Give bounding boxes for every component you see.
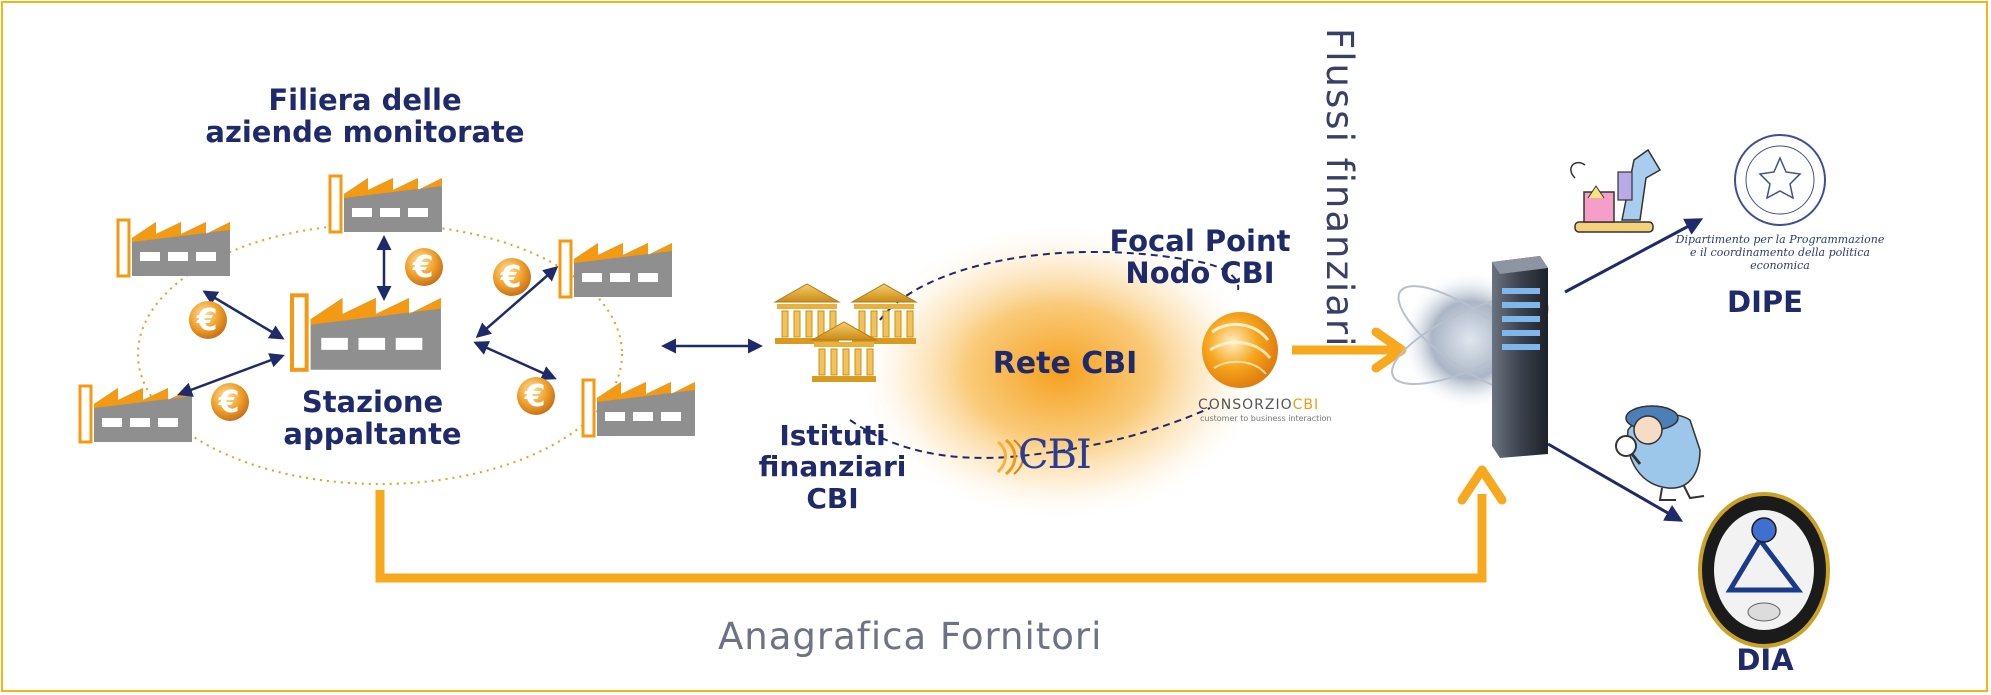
- double-arrow: [202, 290, 285, 340]
- consorzio-cbi-icon: [1202, 312, 1278, 388]
- istituti-label-line1: Istituti: [779, 419, 886, 452]
- euro-icon: [493, 258, 531, 296]
- flussi-finanziari-label: Flussi finanziari: [1318, 28, 1361, 349]
- focal-label-line1: Focal Point: [1109, 224, 1291, 258]
- anagrafica-arrowhead: [1457, 465, 1507, 505]
- stazione-label-line1: Stazione: [301, 385, 444, 419]
- supply-chain-title-line1: Filiera delle: [268, 83, 462, 117]
- dipe-seal-icon: [1734, 134, 1826, 226]
- focal-point-label: Focal Point Nodo CBI: [1080, 225, 1320, 290]
- consorzio-prefix: CONSORZIO: [1198, 397, 1293, 413]
- microscope-icon: [1570, 148, 1662, 233]
- cbi-logo-icon: [996, 438, 1024, 476]
- consorzio-tagline: customer to business interaction: [1200, 414, 1332, 423]
- factory-icon: [581, 378, 697, 438]
- consorzio-logo-text: CONSORZIOCBI: [1198, 397, 1319, 413]
- focal-label-line2: Nodo CBI: [1125, 256, 1275, 291]
- rete-cbi-cloud: [855, 222, 1265, 522]
- dipe-caption-line2: e il coordinamento della politica econom…: [1690, 246, 1870, 273]
- anagrafica-flow-arrow: [375, 490, 1487, 583]
- euro-icon: [517, 377, 555, 415]
- dipe-caption-line1: Dipartimento per la Programmazione: [1675, 233, 1885, 246]
- double-arrow: [475, 266, 559, 338]
- factory-icon: [328, 174, 444, 234]
- euro-icon: [211, 383, 249, 421]
- detective-icon: [1615, 405, 1705, 501]
- factory-icon: [78, 384, 194, 444]
- stazione-label-line2: appaltante: [283, 417, 462, 452]
- dipe-label: DIPE: [1727, 285, 1803, 319]
- euro-icon: [189, 301, 227, 339]
- supply-chain-title: Filiera delle aziende monitorate: [190, 84, 540, 149]
- istituti-label-line3: CBI: [806, 481, 859, 515]
- stazione-appaltante-label: Stazione appaltante: [265, 386, 480, 451]
- network-dashed-arc: [879, 250, 1240, 321]
- consorzio-suffix: CBI: [1292, 397, 1320, 413]
- server-icon: [1391, 256, 1549, 458]
- dia-arrow: [1547, 442, 1684, 522]
- istituti-label-line2: finanziari: [758, 450, 907, 484]
- factory-icon: [558, 239, 674, 299]
- double-arrow: [473, 341, 557, 380]
- dia-label: DIA: [1736, 643, 1794, 677]
- cbi-logo-text: CBI: [1018, 432, 1092, 478]
- euro-icon: [405, 248, 443, 286]
- factory-icon: [116, 218, 232, 278]
- double-arrow: [177, 353, 285, 397]
- dipe-arrow: [1564, 218, 1704, 294]
- supply-chain-title-line2: aziende monitorate: [205, 115, 525, 150]
- dipe-caption: Dipartimento per la Programmazione e il …: [1665, 233, 1895, 273]
- anagrafica-fornitori-label: Anagrafica Fornitori: [718, 615, 1103, 658]
- istituti-finanziari-label: Istituti finanziari CBI: [720, 420, 945, 514]
- dia-badge-icon: [1698, 492, 1830, 648]
- rete-cbi-label: Rete CBI: [992, 346, 1138, 381]
- factory-icon: [290, 293, 443, 372]
